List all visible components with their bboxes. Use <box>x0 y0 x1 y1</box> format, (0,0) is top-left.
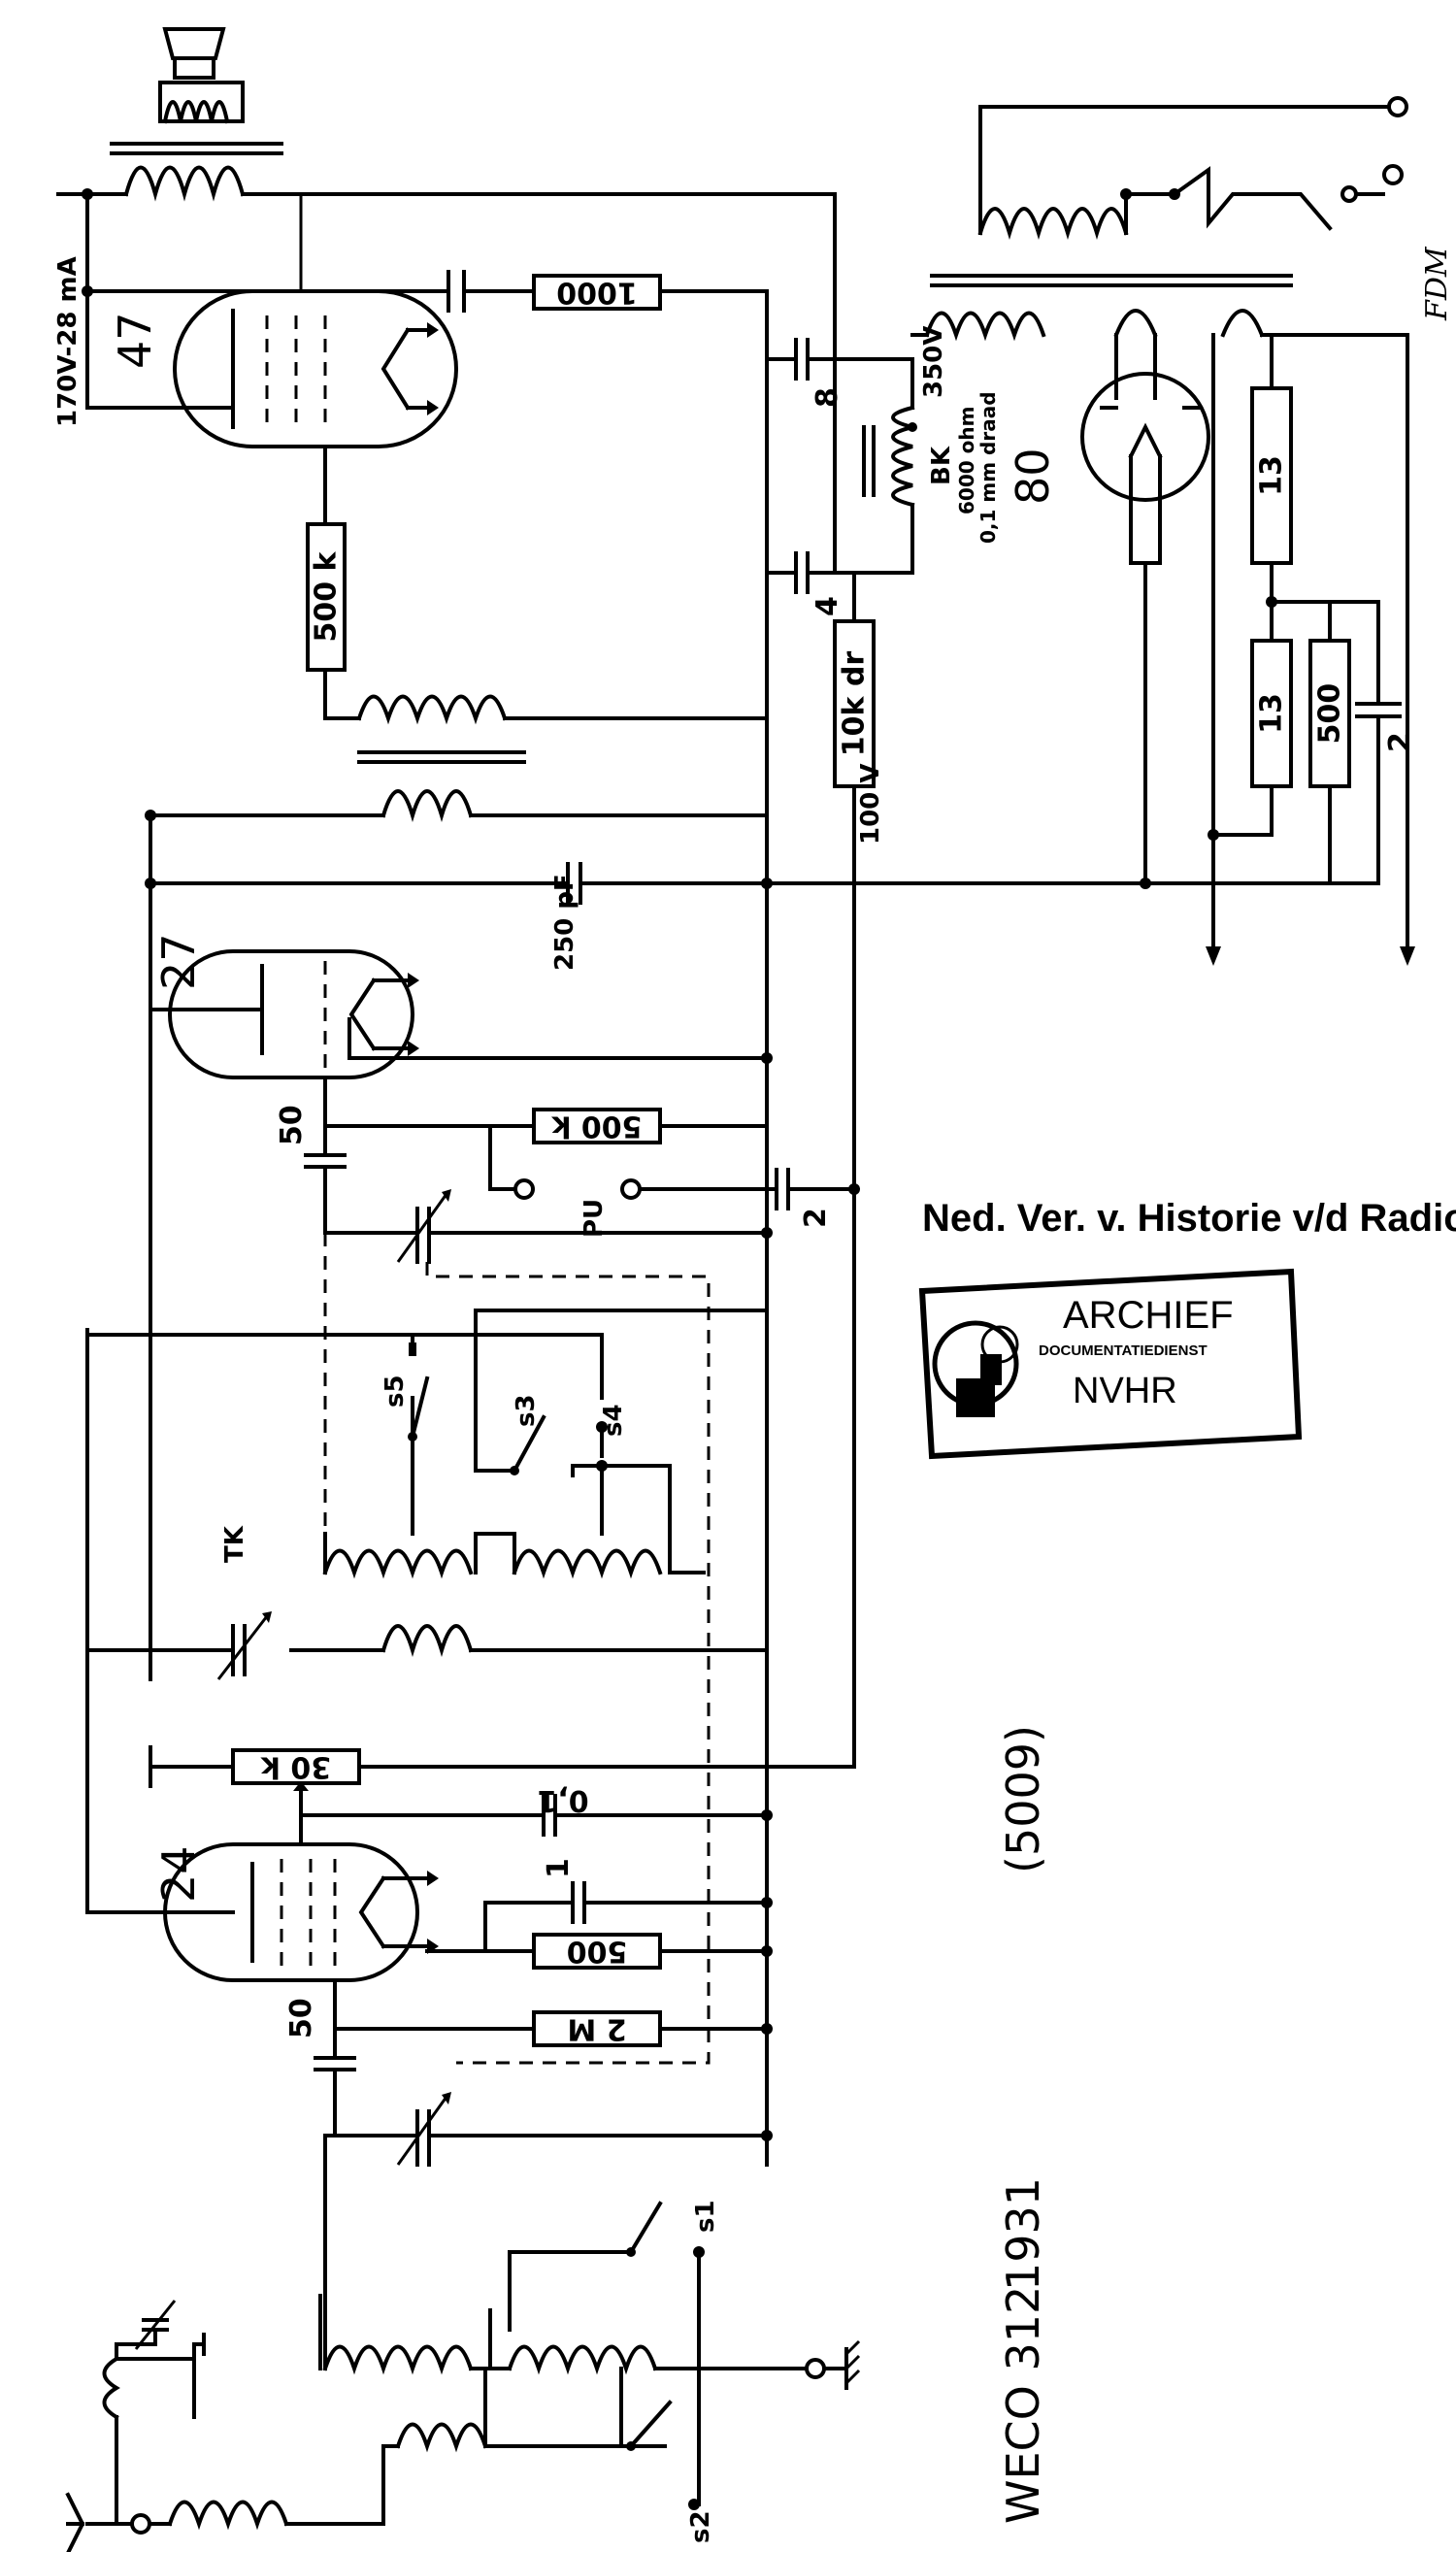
svg-text:24: 24 <box>152 1845 205 1903</box>
s5-label: s5 <box>381 1375 410 1408</box>
capacitor-50-rf: 50 <box>284 1998 356 2138</box>
svg-text:0,1 mm draad: 0,1 mm draad <box>976 391 1000 544</box>
svg-text:8: 8 <box>811 387 844 408</box>
loudspeaker <box>158 27 245 124</box>
tube-27: 27 <box>149 933 419 1079</box>
stamp-archief: ARCHIEF <box>1063 1294 1234 1337</box>
resistor-500: 500 <box>532 1933 662 1970</box>
stamp-documentatiedienst: DOCUMENTATIEDIENST <box>1039 1342 1208 1359</box>
capacitor-8: 8 <box>765 338 914 408</box>
title-code: (5009) <box>997 1725 1049 1873</box>
coil-detector-tuning <box>322 1532 706 1579</box>
capacitor-50-det: 50 <box>275 1105 347 1235</box>
svg-text:500: 500 <box>1313 683 1347 745</box>
resistor-10k: 10k dr <box>833 571 876 1769</box>
capacitor-4: 4 <box>765 551 914 616</box>
svg-text:50: 50 <box>275 1105 309 1145</box>
antenna-coils <box>65 2294 769 2552</box>
organization-name: Ned. Ver. v. Historie v/d Radio <box>922 1197 1456 1240</box>
s3-label: s3 <box>512 1394 541 1427</box>
s4-label: s4 <box>599 1404 628 1437</box>
tube-47: 47 <box>85 289 458 448</box>
signature: FDM <box>1420 246 1454 321</box>
resistor-500k-det: 500 k <box>532 1108 662 1144</box>
svg-text:500: 500 <box>567 1935 628 1969</box>
svg-text:2 M: 2 M <box>567 2012 626 2046</box>
svg-text:1: 1 <box>542 1858 576 1878</box>
interstage-transformer <box>149 694 769 822</box>
title-block: WECO 312 1931 (5009) <box>997 1725 1049 2524</box>
tuning-capacitor-det <box>396 1189 451 1264</box>
svg-text:1000: 1000 <box>556 276 638 310</box>
field-coil-bk: BK 6000 ohm 0,1 mm draad <box>862 357 1000 575</box>
svg-text:2: 2 <box>1383 732 1417 752</box>
svg-text:27: 27 <box>152 933 205 990</box>
svg-text:6000 ohm: 6000 ohm <box>955 407 978 514</box>
svg-text:10k dr: 10k dr <box>838 651 872 757</box>
svg-text:0,1: 0,1 <box>537 1783 588 1817</box>
switch-s2: s2 <box>508 2400 715 2543</box>
output-transformer <box>56 142 303 202</box>
svg-text:13: 13 <box>1255 693 1289 734</box>
resistor-13-a: 13 <box>1250 386 1293 565</box>
capacitor-2-pu: 2 <box>775 1168 856 1228</box>
svg-text:s2: s2 <box>686 2510 715 2543</box>
archive-stamp: ARCHIEF DOCUMENTATIEDIENST NVHR <box>918 1268 1303 1460</box>
svg-text:13: 13 <box>1255 455 1289 496</box>
tube-80: 80 <box>1007 333 1210 885</box>
capacitor-1: 1 <box>542 1858 769 1924</box>
stamp-nvhr: NVHR <box>1073 1371 1177 1411</box>
svg-text:80: 80 <box>1007 447 1059 505</box>
svg-text:2: 2 <box>799 1208 833 1228</box>
resistor-13-b: 13 <box>1250 639 1293 788</box>
tube-24: 24 <box>152 1842 439 1982</box>
svg-text:s1: s1 <box>691 2200 720 2233</box>
svg-text:50: 50 <box>284 1998 318 2038</box>
reaction-capacitor-tk: TK <box>216 1525 272 1680</box>
svg-text:30 k: 30 k <box>260 1750 331 1784</box>
coil-reaction <box>85 1624 769 1657</box>
switch-s1: s1 <box>508 2200 720 2506</box>
svg-text:500 k: 500 k <box>310 550 344 642</box>
resistor-1000: 1000 <box>532 274 662 311</box>
svg-text:BK: BK <box>927 446 956 485</box>
resistor-500-ps: 500 <box>1308 600 1351 885</box>
svg-text:TK: TK <box>220 1525 249 1563</box>
title-model: WECO 312 <box>997 2286 1049 2524</box>
resistor-30k: 30 k <box>231 1748 361 1785</box>
title-year: 1931 <box>997 2177 1049 2291</box>
100v-label: 100 V <box>856 764 885 845</box>
capacitor-01: 0,1 <box>299 1783 769 1837</box>
svg-text:47: 47 <box>109 312 161 369</box>
resistor-500k-grid: 500 k <box>306 522 347 672</box>
speaker-supply-label: 170V-28 mA <box>53 256 83 427</box>
tuning-capacitor-rf <box>396 2092 451 2167</box>
250pf-label: 250 pF <box>550 874 579 971</box>
power-transformer <box>910 96 1415 966</box>
resistor-2m: 2 M <box>532 2010 662 2047</box>
hv-label: 350V <box>919 326 948 398</box>
svg-text:4: 4 <box>811 596 844 616</box>
capacitor-2-ps: 2 <box>1355 600 1417 885</box>
svg-text:500 k: 500 k <box>550 1110 642 1143</box>
